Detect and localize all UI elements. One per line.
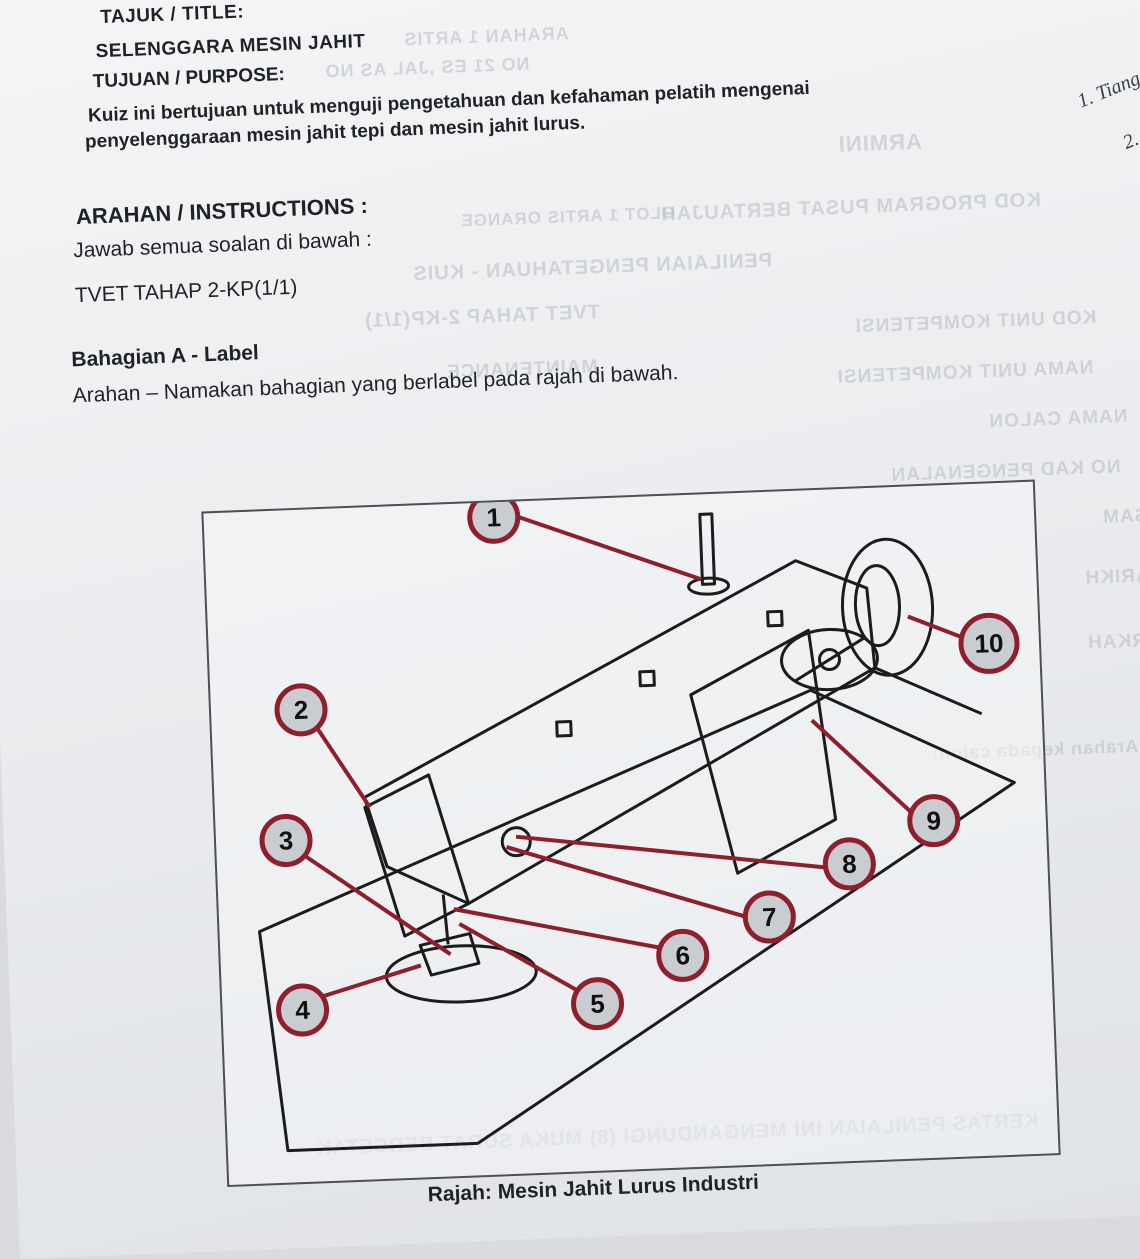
document-title: SELENGGARA MESIN JAHIT — [95, 30, 366, 63]
purpose-label: TUJUAN / PURPOSE: — [92, 64, 286, 93]
level-code: TVET TAHAP 2-KP(1/1) — [74, 275, 298, 308]
side-note-2: 2. Tu — [1119, 118, 1140, 154]
callout-2: 2 — [274, 683, 328, 737]
instructions-text: Jawab semua soalan di bawah : — [72, 227, 373, 263]
callout-7: 7 — [742, 890, 796, 944]
callout-1: 1 — [467, 490, 521, 544]
instructions-label: ARAHAN / INSTRUCTIONS : — [75, 192, 369, 230]
callout-5: 5 — [571, 977, 625, 1031]
svg-text:8: 8 — [842, 849, 858, 880]
section-title: Bahagian A - Label — [70, 341, 260, 372]
svg-text:4: 4 — [295, 995, 311, 1026]
callout-10: 10 — [958, 612, 1020, 674]
svg-text:2: 2 — [293, 695, 309, 726]
callout-6: 6 — [656, 928, 710, 982]
machine-head — [363, 773, 471, 938]
presser-foot — [418, 932, 481, 977]
svg-text:10: 10 — [974, 628, 1004, 659]
tension-knob — [500, 826, 532, 858]
needle-plate — [384, 944, 538, 1004]
svg-text:7: 7 — [762, 902, 778, 933]
spool-pin — [698, 512, 716, 586]
side-note-1: 1. Tiang b — [1074, 62, 1140, 113]
figure-frame: 1 2 3 4 5 6 7 — [201, 479, 1061, 1188]
machine-pillar — [689, 628, 838, 875]
svg-text:6: 6 — [675, 940, 691, 971]
machine-table — [258, 688, 1016, 1153]
callout-9: 9 — [907, 794, 961, 848]
svg-text:3: 3 — [278, 825, 294, 856]
svg-text:1: 1 — [486, 502, 502, 533]
callout-4: 4 — [276, 983, 330, 1037]
sewing-machine-diagram: 1 2 3 4 5 6 7 — [258, 490, 1020, 1153]
svg-text:9: 9 — [926, 805, 942, 836]
callout-8: 8 — [822, 837, 876, 891]
svg-text:5: 5 — [590, 988, 606, 1019]
callout-3: 3 — [259, 814, 313, 868]
title-label: TAJUK / TITLE: — [99, 1, 245, 29]
needle-bar — [441, 894, 450, 945]
stitch-length-dial — [780, 627, 879, 692]
